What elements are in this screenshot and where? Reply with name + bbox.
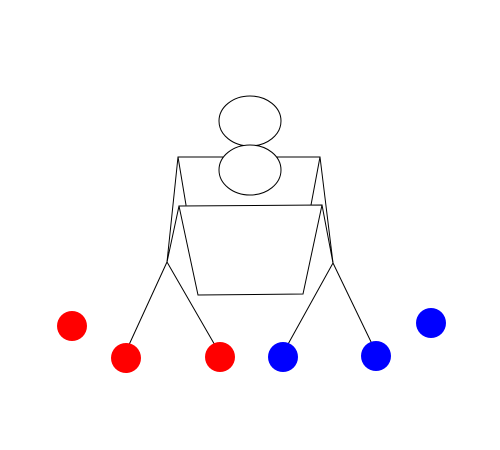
table-structure bbox=[166, 156, 334, 296]
top-oval bbox=[218, 95, 282, 147]
ovals bbox=[218, 95, 282, 196]
blue-token-1 bbox=[268, 342, 298, 372]
red-token-2 bbox=[111, 343, 141, 373]
line-right-leg-to-blue-1 bbox=[286, 262, 334, 347]
blue-token-2 bbox=[361, 341, 391, 371]
red-token-1 bbox=[57, 311, 87, 341]
left-front-brace bbox=[166, 205, 180, 263]
red-token-3 bbox=[205, 342, 235, 372]
right-outer-leg bbox=[319, 156, 334, 264]
bottom-oval bbox=[218, 144, 282, 196]
line-right-leg-to-blue-2 bbox=[332, 262, 374, 347]
left-back-brace bbox=[177, 156, 187, 206]
tokens bbox=[57, 308, 446, 373]
left-outer-leg bbox=[166, 156, 179, 263]
table-apron bbox=[178, 204, 323, 296]
connector-lines bbox=[127, 261, 374, 348]
blue-token-3 bbox=[416, 308, 446, 338]
right-back-brace bbox=[310, 156, 321, 206]
line-left-leg-to-red-3 bbox=[166, 261, 217, 348]
right-front-brace bbox=[321, 204, 334, 264]
line-left-leg-to-red-2 bbox=[127, 261, 168, 348]
